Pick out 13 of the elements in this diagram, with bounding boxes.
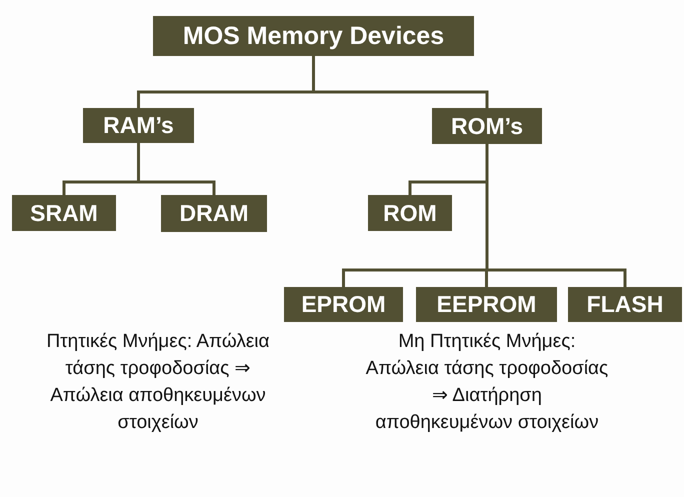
category-box: EPROM bbox=[284, 287, 403, 322]
connector-line bbox=[312, 56, 488, 108]
category-box: EEPROM bbox=[416, 287, 557, 322]
category-box: DRAM bbox=[161, 195, 267, 232]
category-box: ROM’s bbox=[432, 108, 542, 144]
description-text: Μη Πτητικές Μνήμες: Απώλεια τάσης τροφοδοσίας ⇒ Διατήρηση αποθηκευμένων στοιχείων bbox=[364, 330, 610, 435]
category-box: SRAM bbox=[12, 195, 116, 231]
description-text: Πτητικές Μνήμες: Απώλεια τάσης τροφοδοσίας ⇒ Απώλεια αποθηκευμένων στοιχείων bbox=[45, 330, 271, 435]
category-box: RAM’s bbox=[83, 108, 194, 143]
connector-line bbox=[137, 143, 216, 195]
category-box: FLASH bbox=[568, 287, 682, 322]
category-box: MOS Memory Devices bbox=[153, 16, 474, 56]
category-box: ROM bbox=[368, 195, 452, 231]
